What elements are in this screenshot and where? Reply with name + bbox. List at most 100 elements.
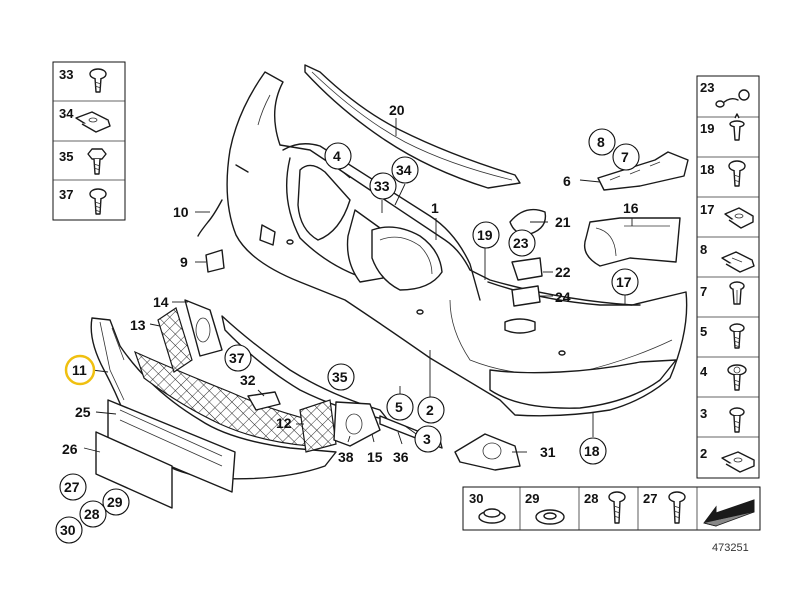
callout-7: 7 — [621, 149, 629, 165]
highlight-ring-11 — [64, 354, 96, 386]
right-legend-label-5: 8 — [700, 242, 707, 257]
callout-4-circle — [324, 142, 352, 170]
washer-icon — [535, 509, 565, 525]
expanding-rivet-icon — [729, 113, 745, 141]
right-legend-label-1: 23 — [700, 80, 714, 95]
leader-lines — [83, 118, 633, 453]
callout-17-circle — [611, 268, 639, 296]
part-20-upper-rail — [304, 64, 521, 189]
callout-13: 13 — [130, 317, 146, 333]
callout-5: 5 — [395, 399, 403, 415]
callout-30-circle — [55, 516, 83, 544]
right-legend: 23 19 18 17 8 7 — [696, 75, 760, 479]
callout-25: 25 — [75, 404, 91, 420]
clip-nut-icon — [721, 251, 755, 273]
part-31-fog-bezel — [454, 433, 521, 471]
callout-29: 29 — [107, 494, 123, 510]
callout-35-circle — [327, 363, 355, 391]
clip-nut-icon — [75, 111, 111, 133]
callout-20: 20 — [389, 102, 405, 118]
right-legend-label-7: 5 — [700, 324, 707, 339]
callout-7-circle — [612, 143, 640, 171]
callout-11: 11 — [72, 362, 87, 378]
callout-18-circle — [579, 437, 607, 465]
callout-18: 18 — [584, 443, 600, 459]
callout-8: 8 — [597, 134, 605, 150]
callout-33-circle — [369, 172, 397, 200]
part-10-wire — [197, 199, 223, 237]
callout-16: 16 — [623, 200, 639, 216]
bottom-legend-label-3: 28 — [584, 491, 598, 506]
callout-8-circle — [588, 128, 616, 156]
left-legend-label-3: 35 — [59, 149, 73, 164]
callout-3: 3 — [423, 431, 431, 447]
callout-21: 21 — [555, 214, 571, 230]
callout-27: 27 — [64, 479, 80, 495]
part-14-fog-bezel — [184, 299, 223, 357]
left-legend-label-4: 37 — [59, 187, 73, 202]
callout-30: 30 — [60, 522, 76, 538]
callout-23-circle — [508, 229, 536, 257]
callout-31: 31 — [540, 444, 556, 460]
callout-27-circle — [59, 473, 87, 501]
callout-38: 38 — [338, 449, 354, 465]
callout-12: 12 — [276, 415, 292, 431]
part-12-mesh — [299, 399, 337, 453]
right-legend-label-2: 19 — [700, 121, 714, 136]
hex-bolt-icon — [87, 148, 107, 175]
part-13-side-mesh — [157, 307, 193, 373]
callout-37-circle — [224, 344, 252, 372]
callout-33: 33 — [374, 178, 390, 194]
callout-5-circle — [386, 393, 414, 421]
screw-icon — [727, 364, 747, 391]
part-6-bracket — [597, 151, 689, 191]
callout-19-circle — [472, 221, 500, 249]
callout-22: 22 — [555, 264, 571, 280]
callout-23: 23 — [513, 235, 529, 251]
part-24-bracket — [511, 285, 541, 307]
callout-4: 4 — [333, 148, 341, 164]
screw-icon — [89, 68, 107, 93]
arrow-icon — [703, 499, 755, 527]
callout-10: 10 — [173, 204, 189, 220]
callout-9: 9 — [180, 254, 188, 270]
callout-24: 24 — [555, 289, 571, 305]
left-legend: 33 34 35 37 — [52, 61, 126, 221]
callout-36: 36 — [393, 449, 409, 465]
callout-26: 26 — [62, 441, 78, 457]
document-number: 473251 — [712, 542, 749, 554]
right-legend-label-8: 4 — [700, 364, 708, 379]
callout-34-circle — [391, 156, 419, 184]
callout-1: 1 — [431, 200, 439, 216]
right-legend-label-3: 18 — [700, 162, 714, 177]
bottom-legend-label-1: 30 — [469, 491, 483, 506]
screw-icon — [89, 188, 107, 215]
callout-29-circle — [102, 488, 130, 516]
callout-34: 34 — [396, 162, 412, 178]
callout-15: 15 — [367, 449, 383, 465]
screw-icon — [729, 323, 745, 349]
right-legend-label-6: 7 — [700, 284, 707, 299]
clip-nut-icon — [721, 451, 755, 473]
part-16-air-duct — [583, 217, 681, 267]
part-9-cover — [205, 249, 225, 273]
callouts: 20 4 33 34 1 8 7 6 16 21 19 23 22 24 17 … — [55, 102, 640, 544]
bottom-legend: 30 29 28 27 — [462, 486, 761, 531]
screw-icon — [608, 491, 626, 524]
part-32-sensor — [247, 391, 281, 411]
left-legend-label-2: 34 — [59, 106, 74, 121]
grommet-icon — [478, 508, 506, 524]
part-38-bezel — [333, 401, 381, 447]
callout-2-circle — [417, 396, 445, 424]
expanding-rivet-icon — [729, 281, 745, 305]
right-legend-label-4: 17 — [700, 202, 714, 217]
callout-37: 37 — [229, 350, 245, 366]
left-legend-label-1: 33 — [59, 67, 73, 82]
part-1-bumper-cover — [226, 71, 688, 417]
callout-35: 35 — [332, 369, 348, 385]
callout-17: 17 — [616, 274, 632, 290]
callout-6: 6 — [563, 173, 571, 189]
callout-28-circle — [79, 500, 107, 528]
part-26b-plate — [95, 431, 173, 509]
